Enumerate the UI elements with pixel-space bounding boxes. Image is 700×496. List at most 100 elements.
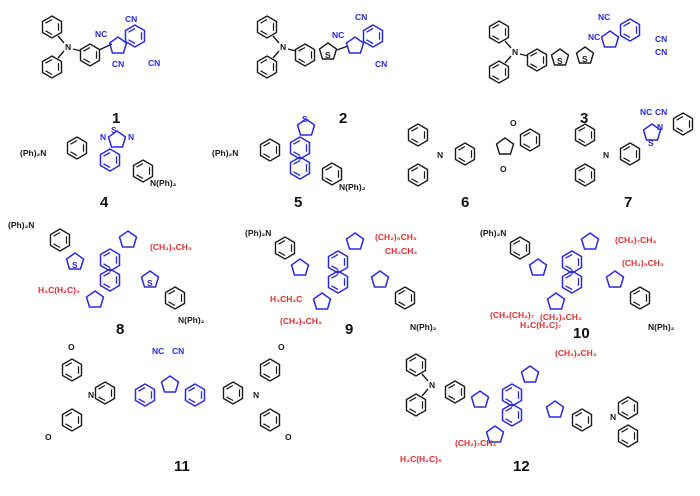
c10-core-b — [561, 270, 583, 294]
c6-phenyl-bridge — [454, 142, 476, 166]
c2-cn-top: CN — [355, 12, 367, 22]
c1-cn-right: CN — [148, 58, 160, 68]
c9-chain-r2: CH₂CH₃ — [385, 246, 417, 256]
c10-ph2n: (Ph)₂N — [480, 228, 506, 238]
c2-phenyl-upper — [256, 15, 278, 39]
c11-anisyl-tr — [259, 358, 281, 382]
c3-nitrogen-label: N — [512, 47, 518, 57]
c8-tdz-top — [118, 230, 138, 248]
compound-number-1: 1 — [112, 110, 121, 127]
c1-phenyl-lower — [41, 55, 63, 79]
bond — [336, 45, 349, 51]
c10-tdz-bottom — [546, 292, 566, 310]
c9-chain-l2: (CH₂)₅CH₃ — [280, 316, 322, 326]
c4-benzothiadiazole-benzo — [99, 148, 121, 172]
c5-naphtho-a — [289, 136, 311, 160]
c11-anisyl-tl — [61, 358, 83, 382]
c12-tdz-top — [520, 365, 540, 383]
c7-s: S — [648, 138, 654, 148]
c11-o-bottom-left: O — [45, 432, 52, 442]
c8-core-b — [99, 268, 121, 292]
c1-cn-top: CN — [125, 14, 137, 24]
c7-aryl-top — [574, 123, 596, 147]
c12-core-a — [501, 383, 523, 407]
compound-number-12: 12 — [513, 458, 530, 475]
c11-o-top-right: O — [278, 342, 285, 352]
c11-anisyl-bl — [61, 408, 83, 432]
c3-s1: S — [557, 56, 563, 66]
bond — [519, 53, 529, 57]
c12-n-right: N — [610, 412, 616, 422]
bond — [272, 35, 280, 44]
c3-nc-left: NC — [588, 32, 600, 42]
c4-n1: N — [100, 132, 106, 142]
c11-nc: NC — [152, 346, 164, 356]
bond — [272, 50, 280, 59]
c8-chain-right: (CH₂)₅CH₃ — [150, 242, 192, 252]
c10-nph2: N(Ph)₂ — [648, 322, 675, 332]
c2-nitrogen-label: N — [280, 42, 286, 52]
c1-cn-bottom: CN — [112, 59, 124, 69]
c7-cn: CN — [655, 107, 667, 117]
c8-tdz-bottom — [85, 290, 105, 308]
c1-phenyl-bridge — [79, 43, 101, 67]
c9-nph2: N(Ph)₂ — [410, 322, 437, 332]
c4-nph2: N(Ph)₂ — [150, 178, 177, 188]
c9-chain-l1: H₃CH₂C — [270, 294, 302, 304]
c7-n: N — [603, 150, 609, 160]
c1-indene-five — [108, 36, 128, 54]
c6-aryl-bottom — [407, 163, 429, 187]
c5-ph2n: (Ph)₂N — [212, 148, 238, 158]
compound-number-6: 6 — [461, 194, 470, 211]
c9-tdz-bottom — [312, 292, 332, 310]
c7-phenyl-bridge — [619, 142, 641, 166]
bond — [57, 50, 65, 59]
c3-indene-benzo — [619, 18, 641, 42]
c6-n: N — [437, 150, 443, 160]
c9-ph2n: (Ph)₂N — [245, 228, 271, 238]
c2-phenyl-bridge — [294, 43, 316, 67]
c10-chain-l1: (CH₃(CH₂)₇ — [490, 310, 535, 320]
c11-fluorene-r — [184, 383, 206, 407]
c6-cyclohex — [519, 128, 541, 152]
c2-phenyl-lower — [256, 55, 278, 79]
c12-chain-bottom2: (CH₂)₇CH₃ — [455, 438, 496, 448]
c9-thiophene-left — [290, 258, 310, 276]
c12-phenyl-lower — [405, 393, 427, 417]
c11-phenyl-l — [94, 381, 116, 405]
c11-o-top-left: O — [68, 342, 75, 352]
c12-ph-r-bottom — [617, 424, 639, 448]
c11-fluorene-l — [134, 383, 156, 407]
compound-number-3: 3 — [580, 110, 589, 127]
bond — [287, 48, 297, 52]
c3-phenyl-lower — [488, 60, 510, 84]
c3-indene-five — [600, 30, 620, 48]
c9-thiophene-right — [370, 270, 390, 288]
c3-cn-right1: CN — [655, 34, 667, 44]
c5-naphtho-b — [289, 156, 311, 180]
compound-number-9: 9 — [345, 321, 354, 338]
compound-number-5: 5 — [294, 194, 303, 211]
c9-chain-r1: (CH₂)₅CH₃ — [375, 232, 417, 242]
c4-ph2n: (Ph)₂N — [20, 148, 46, 158]
c12-chain-top2: (CH₂)₉CH₃ — [555, 348, 597, 358]
c5-nph2: N(Ph)₂ — [339, 182, 366, 192]
bond — [421, 388, 429, 397]
c10-core-a — [561, 250, 583, 274]
c10-phenyl-right — [629, 286, 651, 310]
c7-aryl-bottom — [574, 163, 596, 187]
c8-s2: S — [147, 278, 153, 288]
c6-o1: O — [510, 118, 517, 128]
c1-indene-benzo — [124, 24, 146, 48]
c8-core-a — [99, 248, 121, 272]
c12-phenyl-left — [444, 380, 466, 404]
c4-phenyl-left — [66, 136, 88, 160]
c8-phenyl-left — [49, 228, 71, 252]
compound-number-11: 11 — [174, 458, 190, 475]
c8-nph2: N(Ph)₂ — [178, 315, 205, 325]
c6-aryl-top — [407, 123, 429, 147]
c9-phenyl-left — [274, 236, 296, 260]
c5-s: S — [302, 114, 308, 124]
c9-phenyl-right — [394, 286, 416, 310]
